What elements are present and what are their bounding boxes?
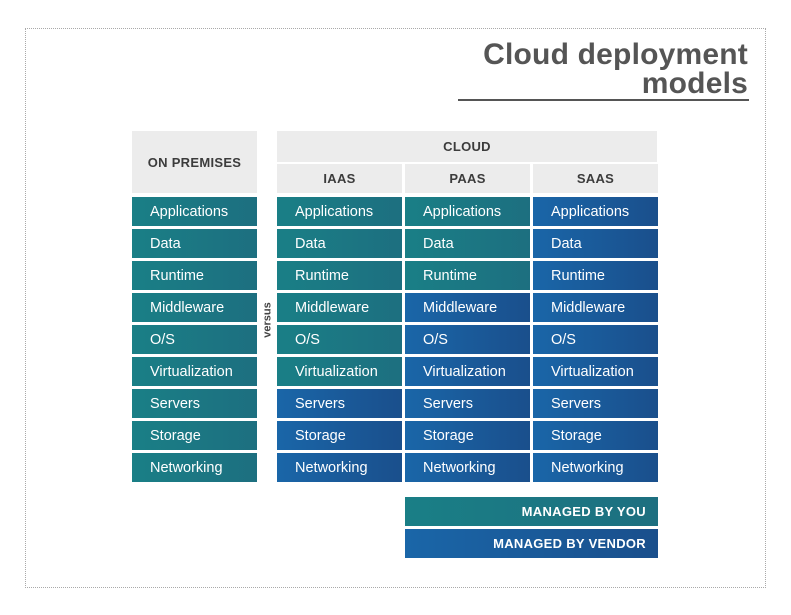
iaas-cell: Storage: [277, 421, 402, 450]
on-premises-cell: Storage: [132, 421, 257, 450]
legend-managed-by-you: MANAGED BY YOU: [405, 497, 658, 526]
saas-cell: Storage: [533, 421, 658, 450]
paas-cell: Virtualization: [405, 357, 530, 386]
iaas-cell: Data: [277, 229, 402, 258]
header-cloud: CLOUD: [277, 131, 657, 162]
paas-cell: Applications: [405, 197, 530, 226]
saas-cell: Runtime: [533, 261, 658, 290]
saas-cell: Servers: [533, 389, 658, 418]
title-line-2: models: [641, 67, 748, 100]
iaas-cell: Middleware: [277, 293, 402, 322]
saas-cell: O/S: [533, 325, 658, 354]
on-premises-cell: Virtualization: [132, 357, 257, 386]
paas-cell: Middleware: [405, 293, 530, 322]
on-premises-cell: Networking: [132, 453, 257, 482]
paas-cell: Data: [405, 229, 530, 258]
paas-cell: Storage: [405, 421, 530, 450]
versus-label: versus: [262, 302, 275, 338]
iaas-cell: Servers: [277, 389, 402, 418]
saas-cell: Data: [533, 229, 658, 258]
dotted-frame: [25, 28, 766, 588]
iaas-cell: Networking: [277, 453, 402, 482]
iaas-cell: Virtualization: [277, 357, 402, 386]
saas-cell: Middleware: [533, 293, 658, 322]
on-premises-cell: Data: [132, 229, 257, 258]
saas-cell: Applications: [533, 197, 658, 226]
paas-cell: Servers: [405, 389, 530, 418]
title-underline: [458, 99, 749, 101]
header-on-premises: ON PREMISES: [132, 131, 257, 193]
paas-cell: Networking: [405, 453, 530, 482]
on-premises-cell: Applications: [132, 197, 257, 226]
header-iaas: IAAS: [277, 164, 402, 193]
legend-managed-by-vendor: MANAGED BY VENDOR: [405, 529, 658, 558]
on-premises-cell: O/S: [132, 325, 257, 354]
on-premises-cell: Servers: [132, 389, 257, 418]
saas-cell: Networking: [533, 453, 658, 482]
page-title: Cloud deployment models: [483, 38, 748, 100]
saas-cell: Virtualization: [533, 357, 658, 386]
title-line-1: Cloud deployment: [483, 38, 748, 71]
iaas-cell: O/S: [277, 325, 402, 354]
paas-cell: Runtime: [405, 261, 530, 290]
iaas-cell: Runtime: [277, 261, 402, 290]
paas-cell: O/S: [405, 325, 530, 354]
on-premises-cell: Runtime: [132, 261, 257, 290]
header-paas: PAAS: [405, 164, 530, 193]
on-premises-cell: Middleware: [132, 293, 257, 322]
header-saas: SAAS: [533, 164, 658, 193]
iaas-cell: Applications: [277, 197, 402, 226]
